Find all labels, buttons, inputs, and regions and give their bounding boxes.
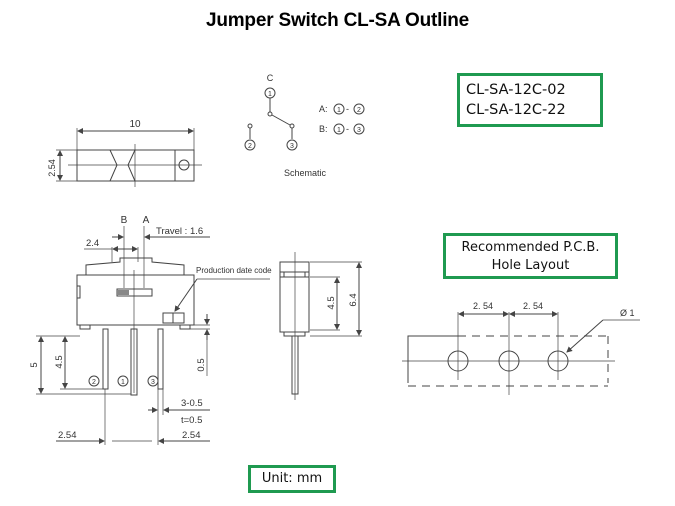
svg-text:3: 3 (151, 379, 155, 386)
switch-actuator (85, 257, 185, 275)
top-view-notch (127, 149, 136, 182)
standoff-label: 0.5 (196, 358, 207, 371)
contact-point (247, 123, 253, 129)
contact-point (267, 111, 273, 117)
side-view: 4.5 6.4 (279, 252, 362, 400)
pin-number: 1 (268, 91, 272, 98)
pin-width-label: 3-0.5 (181, 398, 203, 409)
pin-3 (157, 328, 164, 390)
pcb-pitch-label: 2. 54 (473, 301, 493, 311)
pin-2 (102, 328, 109, 390)
side-view-pin (291, 335, 299, 395)
svg-text:-: - (346, 124, 349, 134)
body-height-label: 4.5 (326, 296, 337, 309)
pin-circle (286, 139, 298, 151)
svg-text:3: 3 (357, 127, 361, 134)
pcb-outline (407, 335, 458, 383)
pcb-hole (498, 350, 520, 372)
pcb-label-line: Hole Layout (491, 258, 570, 273)
front-view: B A Travel : 1.6 2.4 Production date cod… (29, 215, 272, 445)
top-view: 10 2.54 (47, 119, 202, 187)
svg-text:2: 2 (357, 107, 361, 114)
pin-number: 3 (290, 143, 294, 150)
total-height-label: 6.4 (348, 293, 359, 306)
pcb-hole (547, 350, 569, 372)
unit-label: Unit: mm (261, 471, 323, 486)
schematic-label: Schematic (284, 168, 327, 178)
top-view-hole (178, 159, 190, 171)
position-a-marker: A (143, 215, 150, 226)
pin-total-label: 5 (29, 362, 40, 367)
leader-line (174, 278, 198, 312)
model-number: CL-SA-12C-22 (466, 102, 566, 118)
front-view-body (76, 274, 195, 326)
height-label: 2.54 (47, 159, 57, 177)
top-view-body (76, 149, 195, 182)
pin-1 (130, 328, 138, 396)
hole-diameter-label: Ø 1 (620, 308, 635, 318)
knob-width-label: 2.4 (86, 238, 99, 249)
switch-lever (271, 114, 291, 126)
pitch-right-label: 2.54 (182, 430, 201, 441)
pcb-pitch-label: 2. 54 (523, 301, 543, 311)
pcb-layout-label-box: Recommended P.C.B. Hole Layout (443, 233, 618, 279)
position-b-marker: B (121, 215, 128, 226)
contact-point (289, 123, 295, 129)
model-numbers-box: CL-SA-12C-02 CL-SA-12C-22 (457, 73, 603, 127)
body-notch (77, 285, 81, 299)
position-a-label: A: (319, 104, 328, 114)
production-date-code-label: Production date code (196, 266, 272, 275)
pcb-hole (447, 350, 469, 372)
pcb-hole-layout: 2. 54 2. 54 Ø 1 (402, 301, 640, 395)
page-title: Jumper Switch CL-SA Outline (205, 10, 470, 31)
pin-number: 2 (248, 143, 252, 150)
pitch-left-label: 2.54 (58, 430, 77, 441)
svg-text:2: 2 (92, 379, 96, 386)
travel-label: Travel : 1.6 (156, 226, 203, 237)
pin-thickness-label: t=0.5 (181, 415, 202, 426)
svg-text:1: 1 (337, 107, 341, 114)
pin-length-label: 4.5 (54, 355, 65, 368)
common-label: C (267, 73, 274, 83)
model-number: CL-SA-12C-02 (466, 82, 566, 98)
schematic: C 1 3 2 A: 1 - 2 B: 1 - 3 Schematic (244, 73, 365, 178)
unit-label-box: Unit: mm (248, 465, 336, 493)
position-b-label: B: (319, 124, 328, 134)
svg-text:1: 1 (337, 127, 341, 134)
pcb-label-line: Recommended P.C.B. (461, 240, 600, 255)
top-view-notch (109, 149, 118, 182)
svg-text:1: 1 (121, 379, 125, 386)
svg-text:-: - (346, 104, 349, 114)
length-label: 10 (129, 119, 141, 130)
leader-line (566, 319, 604, 353)
pin-circle (244, 139, 256, 151)
